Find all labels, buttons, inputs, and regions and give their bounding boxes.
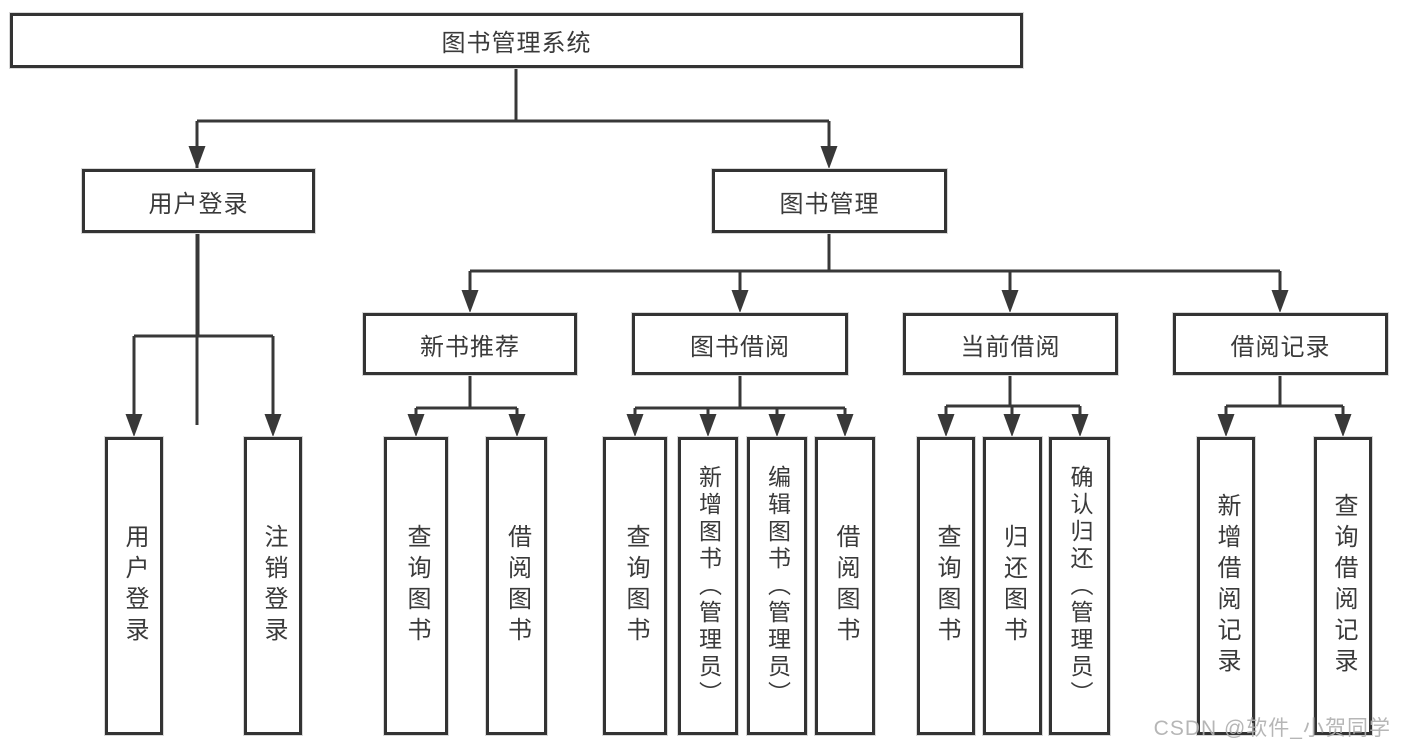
connector-new-book-recommend-to-leaves xyxy=(407,375,526,437)
connector-borrow-records-to-leaves xyxy=(1217,375,1352,437)
leaf-node-edit-books-admin: 编辑图书（管理员） xyxy=(746,436,808,736)
connector-line xyxy=(468,233,1282,296)
leaf-node-logout: 注销登录 xyxy=(243,436,303,736)
connector-book-borrow-to-leaves xyxy=(626,375,854,437)
group-node-borrow-records: 借阅记录 xyxy=(1172,312,1389,376)
connector-line xyxy=(1224,375,1345,420)
arrowhead xyxy=(1071,414,1089,437)
arrowhead xyxy=(731,290,749,313)
arrowhead xyxy=(125,414,143,437)
arrowhead xyxy=(407,414,425,437)
connector-line xyxy=(944,375,1082,420)
connector-book-management-to-groups xyxy=(461,233,1289,313)
arrowhead xyxy=(1334,414,1352,437)
connector-line xyxy=(132,233,275,420)
leaf-node-user-login: 用户登录 xyxy=(104,436,164,736)
group-node-current-borrow: 当前借阅 xyxy=(902,312,1119,376)
connector-root-to-branches xyxy=(188,68,838,169)
arrowhead xyxy=(1271,290,1289,313)
arrowhead xyxy=(1001,290,1019,313)
connector-user-login-to-leaves xyxy=(125,233,282,437)
connector-line xyxy=(633,375,847,420)
connector-line xyxy=(414,375,519,420)
watermark: CSDN @软件_小贺同学 xyxy=(1153,717,1391,740)
arrowhead xyxy=(626,414,644,437)
group-node-book-borrow: 图书借阅 xyxy=(631,312,849,376)
arrowhead xyxy=(508,414,526,437)
leaf-node-query-books-current: 查询图书 xyxy=(916,436,976,736)
leaf-node-borrow-books-recommend: 借阅图书 xyxy=(485,436,548,736)
leaf-node-confirm-return-admin: 确认归还（管理员） xyxy=(1048,436,1111,736)
leaf-node-borrow-books: 借阅图书 xyxy=(814,436,876,736)
arrowhead xyxy=(836,414,854,437)
branch-node-book-management: 图书管理 xyxy=(711,168,948,234)
arrowhead xyxy=(264,414,282,437)
branch-node-user-login: 用户登录 xyxy=(81,168,316,234)
arrowhead xyxy=(1217,414,1235,437)
group-node-new-book-recommend: 新书推荐 xyxy=(362,312,578,376)
arrowhead xyxy=(768,414,786,437)
leaf-node-return-books: 归还图书 xyxy=(982,436,1043,736)
arrowhead xyxy=(820,146,838,169)
connector-current-borrow-to-leaves xyxy=(937,375,1089,437)
leaf-node-query-books-recommend: 查询图书 xyxy=(383,436,449,736)
arrowhead xyxy=(937,414,955,437)
arrowhead xyxy=(1003,414,1021,437)
root-node-library-system: 图书管理系统 xyxy=(9,12,1024,69)
arrowhead xyxy=(461,290,479,313)
arrowhead xyxy=(188,146,206,169)
leaf-node-query-borrow-record: 查询借阅记录 xyxy=(1313,436,1373,736)
leaf-node-add-borrow-record: 新增借阅记录 xyxy=(1196,436,1256,736)
connector-line xyxy=(195,68,831,152)
leaf-node-query-books-borrow: 查询图书 xyxy=(602,436,668,736)
arrowhead xyxy=(699,414,717,437)
leaf-node-add-books-admin: 新增图书（管理员） xyxy=(677,436,739,736)
